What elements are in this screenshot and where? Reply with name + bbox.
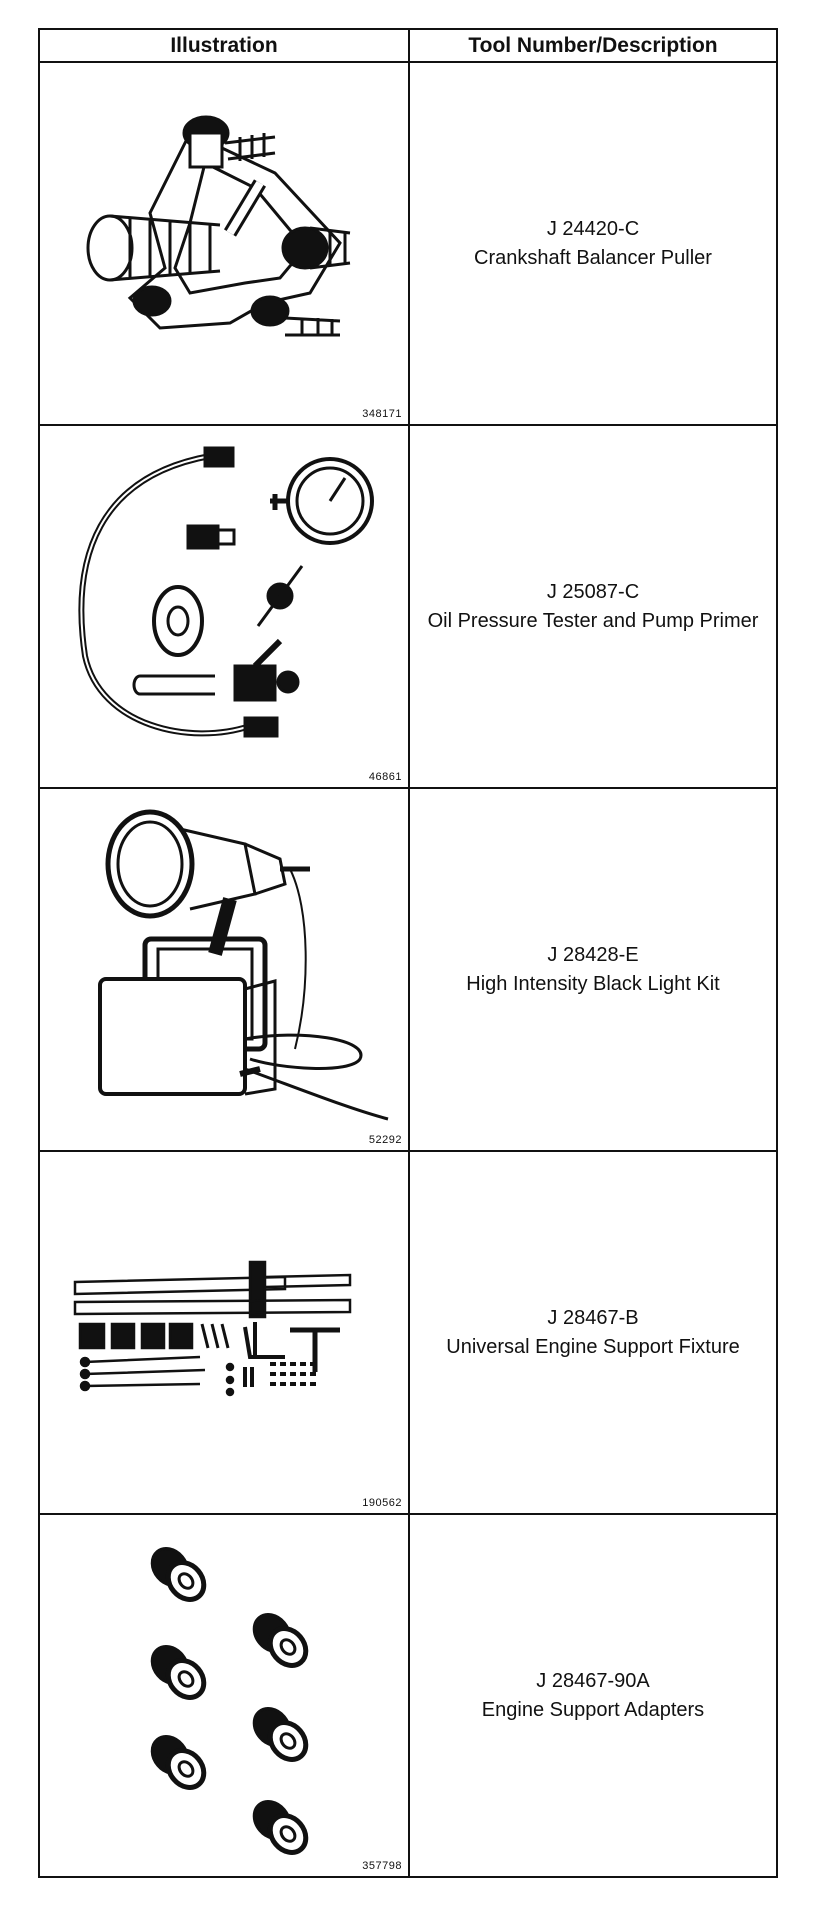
tool-name: Engine Support Adapters: [481, 1698, 705, 1721]
black-light-icon: [98, 809, 389, 1121]
pressure-tester-icon: [78, 446, 374, 738]
figure-number: 348171: [362, 408, 402, 420]
tool-name: Crankshaft Balancer Puller: [474, 246, 712, 269]
tool-number: J 24420-C: [546, 217, 640, 240]
illustration-cell: 348171: [38, 61, 410, 426]
tool-number: J 25087-C: [546, 580, 640, 603]
tool-name: Oil Pressure Tester and Pump Primer: [427, 609, 759, 632]
tool-number: J 28428-E: [547, 943, 639, 966]
illustration-cell: 52292: [38, 787, 410, 1152]
header-illustration: Illustration: [38, 28, 410, 63]
table-row: 357798 J 28467-90A Engine Support Adapte…: [38, 1513, 778, 1878]
figure-number: 357798: [362, 1860, 402, 1872]
illustration-cell: 190562: [38, 1150, 410, 1515]
table-row: 348171 J 24420-C Crankshaft Balancer Pul…: [38, 61, 778, 426]
table-row: 46861 J 25087-C Oil Pressure Tester and …: [38, 424, 778, 789]
tool-description-cell: J 25087-C Oil Pressure Tester and Pump P…: [408, 424, 778, 789]
illustration-cell: 357798: [38, 1513, 410, 1878]
balancer-puller-icon: [86, 115, 351, 337]
tool-number: J 28467-B: [547, 1306, 639, 1329]
table-header-row: Illustration Tool Number/Description: [38, 28, 778, 63]
special-tools-table: Illustration Tool Number/Description: [38, 28, 778, 1878]
table-row: 52292 J 28428-E High Intensity Black Lig…: [38, 787, 778, 1152]
tool-number: J 28467-90A: [536, 1669, 650, 1692]
tool-description-cell: J 24420-C Crankshaft Balancer Puller: [408, 61, 778, 426]
illustration-cell: 46861: [38, 424, 410, 789]
tool-name: Universal Engine Support Fixture: [446, 1335, 740, 1358]
table-row: 190562 J 28467-B Universal Engine Suppor…: [38, 1150, 778, 1515]
tool-name: High Intensity Black Light Kit: [466, 972, 720, 995]
header-tool-description: Tool Number/Description: [408, 28, 778, 63]
tool-description-cell: J 28467-B Universal Engine Support Fixtu…: [408, 1150, 778, 1515]
figure-number: 190562: [362, 1497, 402, 1509]
tool-description-cell: J 28428-E High Intensity Black Light Kit: [408, 787, 778, 1152]
adapters-icon: [40, 1515, 408, 1876]
support-fixture-icon: [73, 1260, 352, 1397]
tool-description-cell: J 28467-90A Engine Support Adapters: [408, 1513, 778, 1878]
figure-number: 46861: [368, 771, 402, 783]
figure-number: 52292: [368, 1134, 402, 1146]
